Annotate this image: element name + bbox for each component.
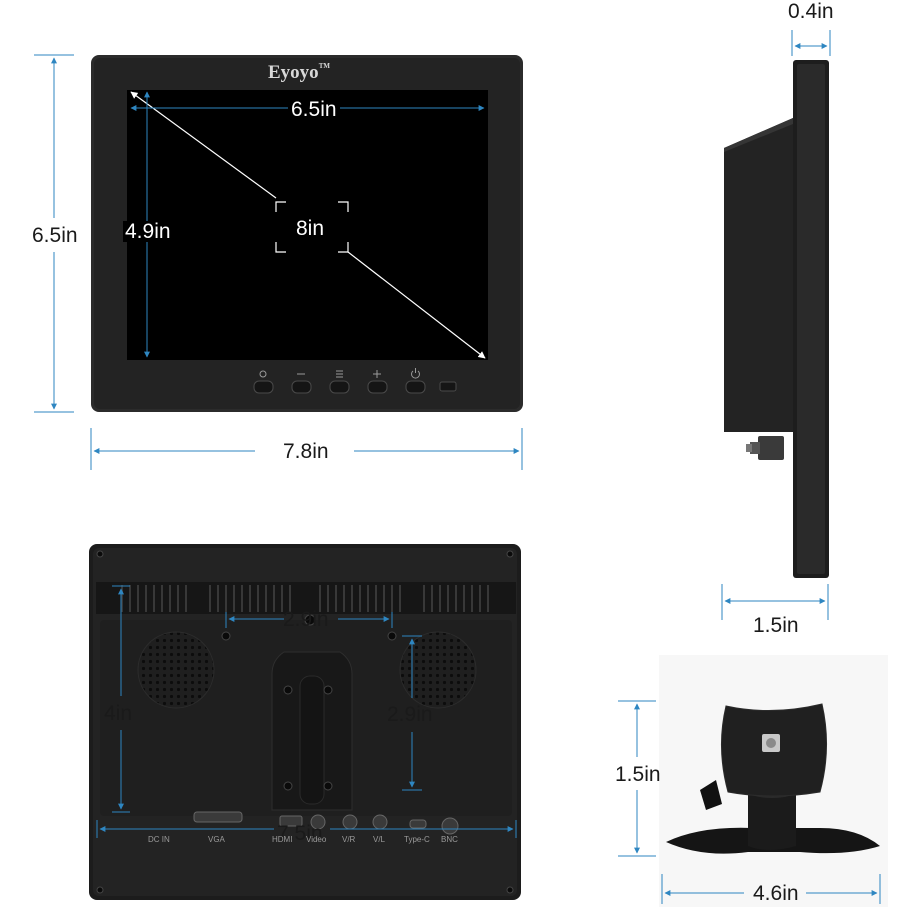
back-ports — [193, 811, 459, 835]
front-outer-dimensions — [34, 54, 523, 470]
front-screen — [127, 90, 488, 360]
diagonal-label-bracket — [275, 201, 349, 253]
screen-diagonal-arrow-2 — [347, 251, 486, 359]
stand-knob — [700, 780, 722, 810]
source-icon — [259, 370, 267, 378]
back-port-span-label: 7.5in — [277, 822, 323, 845]
back-monitor — [89, 544, 521, 900]
speaker-left — [137, 631, 215, 709]
port-label-hdmi: HDMI — [272, 835, 293, 844]
front-buttons — [253, 380, 457, 394]
stand-photo — [659, 655, 888, 907]
back-hole-spacing-h-label: 2.9in — [283, 608, 329, 631]
brand-tm: TM — [318, 62, 330, 70]
back-dimensions — [96, 585, 517, 838]
side-thickness-label: 0.4in — [788, 0, 834, 23]
port-label-vr: V/R — [342, 835, 356, 844]
menu-icon — [336, 370, 343, 378]
diagonal-label: 8in — [296, 217, 325, 240]
front-monitor — [91, 55, 523, 412]
side-depth-label: 1.5in — [753, 614, 799, 637]
port-label-dc-in: DC IN — [148, 835, 170, 844]
plus-icon — [373, 370, 381, 378]
back-vents — [121, 585, 489, 612]
stand-dimensions — [618, 700, 881, 904]
screen-width-label: 6.5in — [288, 99, 340, 120]
side-monitor — [724, 60, 829, 578]
brand-name: Eyoyo — [268, 62, 319, 83]
brand-logo: EyoyoTM — [268, 62, 330, 83]
power-icon — [411, 368, 420, 379]
back-vent-height-label: 4in — [104, 702, 133, 725]
port-label-bnc: BNC — [441, 835, 458, 844]
back-hole-spacing-v-label: 2.9in — [387, 703, 433, 726]
front-height-label: 6.5in — [32, 224, 78, 247]
front-width-label: 7.8in — [283, 440, 329, 463]
screen-height-label: 4.9in — [123, 220, 173, 243]
port-label-type-c: Type-C — [404, 835, 430, 844]
port-label-vl: V/L — [373, 835, 386, 844]
stand-height-label: 1.5in — [615, 763, 661, 786]
side-bnc-connector — [758, 436, 784, 460]
stand-column — [748, 788, 796, 850]
side-dimensions — [721, 30, 831, 620]
speaker-right — [399, 631, 477, 709]
screw-holes — [96, 550, 514, 894]
port-label-video: Video — [306, 835, 327, 844]
front-button-icons — [259, 368, 420, 379]
port-label-vga: VGA — [208, 835, 225, 844]
stand-width-label: 4.6in — [753, 882, 799, 905]
